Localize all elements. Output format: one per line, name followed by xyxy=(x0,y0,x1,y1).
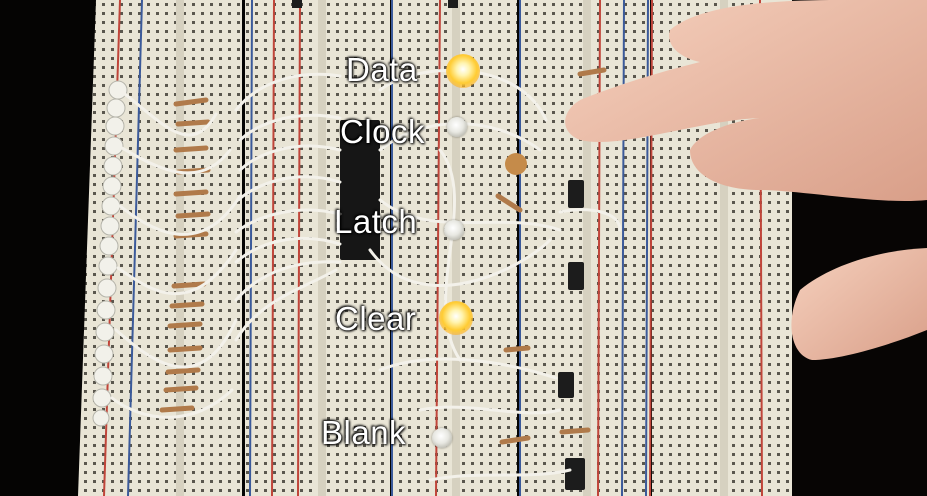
led-column-left xyxy=(92,80,128,427)
label-clear: Clear xyxy=(335,300,417,337)
label-data: Data xyxy=(346,51,418,88)
hand xyxy=(565,0,927,360)
led-blank xyxy=(432,428,452,448)
label-clock: Clock xyxy=(340,113,426,150)
ic-chip xyxy=(340,120,380,260)
led-clock xyxy=(447,117,467,137)
jumper-wires xyxy=(110,68,622,482)
push-buttons xyxy=(292,0,585,490)
led-data xyxy=(446,54,480,88)
label-blank: Blank xyxy=(321,414,407,451)
label-latch: Latch xyxy=(334,203,418,240)
ceramic-capacitor xyxy=(505,153,527,175)
led-clear xyxy=(439,301,473,335)
led-latch xyxy=(444,220,464,240)
